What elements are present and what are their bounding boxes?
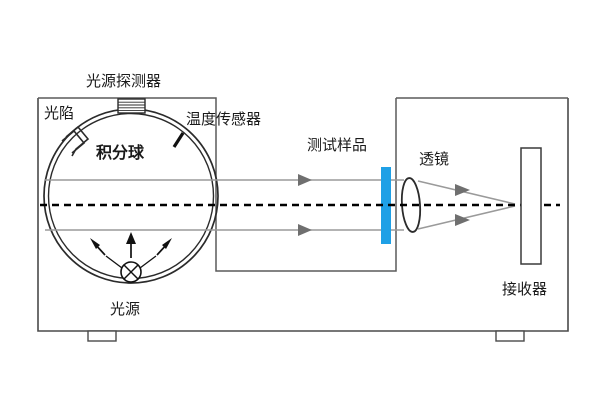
light-source-lamp: [120, 261, 142, 283]
enclosure-foot-right: [495, 330, 525, 342]
label-light-source: 光源: [110, 301, 140, 318]
enclosure-foot-left: [87, 330, 117, 342]
beam-rays-sample-to-lens: [391, 179, 404, 231]
ray-arrowhead: [298, 224, 312, 236]
sphere-chamber-box: [38, 97, 397, 272]
light-emission-arrows: [90, 232, 172, 269]
label-integrating-sphere: 积分球: [96, 143, 145, 162]
outer-enclosure: [37, 98, 569, 342]
temperature-sensor: [172, 132, 185, 148]
label-temperature-sensor: 温度传感器: [186, 111, 261, 128]
ray-arrowhead: [455, 184, 470, 196]
ray-arrowhead: [455, 214, 470, 226]
light-trap: [61, 125, 90, 157]
label-lens: 透镜: [419, 150, 449, 168]
label-test-sample: 测试样品: [307, 137, 367, 154]
label-light-trap: 光陷: [44, 105, 74, 122]
test-sample: [381, 167, 391, 244]
converging-rays: [417, 180, 516, 230]
receiver: [520, 147, 542, 265]
ray-arrowhead: [298, 174, 312, 186]
light-source-detector: [117, 98, 146, 114]
beam-rays-left: [45, 174, 382, 236]
label-light-source-detector: 光源探测器: [86, 73, 161, 90]
label-receiver: 接收器: [502, 281, 547, 298]
